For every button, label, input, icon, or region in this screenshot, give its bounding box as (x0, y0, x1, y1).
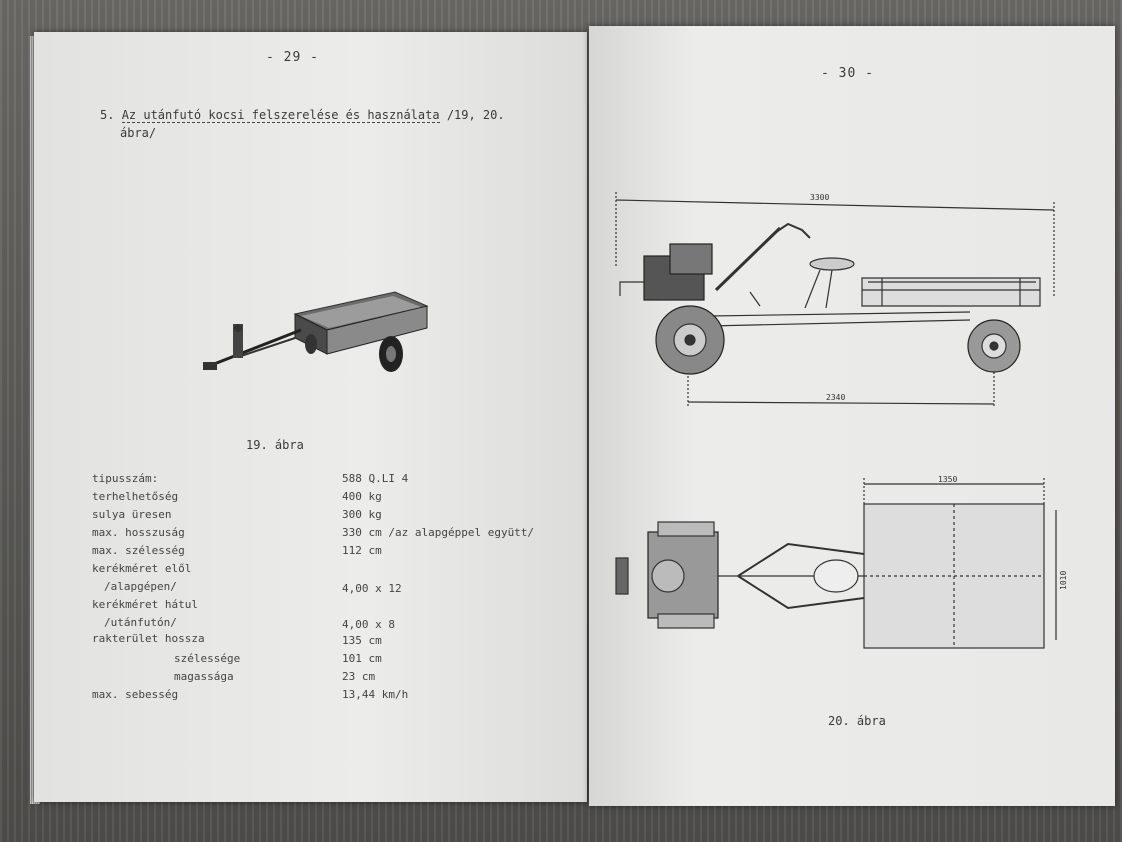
section-heading: 5. Az utánfutó kocsi felszerelése és has… (100, 106, 530, 142)
spec-label-2: sulya üresen (92, 508, 172, 521)
spec-value-6: 4,00 x 12 (342, 582, 402, 595)
page-number-right: - 30 - (821, 66, 874, 81)
spec-label-9: rakterület hossza (92, 632, 205, 645)
dim-total-length: 3300 (810, 193, 829, 202)
spec-value-0: 588 Q.LI 4 (342, 472, 409, 485)
spec-label-11: magassága (174, 670, 234, 683)
trailer-photo-icon (203, 291, 429, 372)
heading-number: 5. (100, 108, 115, 122)
figure-20-caption: 20. ábra (828, 714, 886, 728)
spec-label-6: /alapgépen/ (104, 580, 177, 593)
spec-value-9: 135 cm (342, 634, 382, 647)
spec-value-8: 4,00 x 8 (342, 618, 395, 631)
spec-label-12: max. sebesség (92, 688, 179, 701)
spec-value-11: 23 cm (342, 670, 376, 683)
spec-label-4: max. szélesség (92, 544, 185, 557)
spec-value-10: 101 cm (342, 652, 382, 665)
spec-label-8: /utánfutón/ (104, 616, 177, 629)
spec-label-5: kerékméret elől (92, 562, 192, 575)
dim-wheelbase: 2340 (826, 393, 845, 402)
spec-label-3: max. hosszuság (92, 526, 185, 539)
spec-value-12: 13,44 km/h (342, 688, 409, 701)
spec-label-0: tipusszám: (92, 472, 159, 485)
tractor-trailer-top-view-icon: 1350 1010 (615, 475, 1068, 649)
heading-figure-ref: /19, 20. (446, 108, 505, 122)
heading-title: Az utánfutó kocsi felszerelése és haszná… (121, 108, 440, 123)
tractor-trailer-side-view-icon: 3300 2340 (615, 192, 1055, 408)
spec-value-1: 400 kg (342, 490, 382, 503)
spec-value-2: 300 kg (342, 508, 382, 521)
heading-line2: ábra/ (120, 126, 157, 140)
spec-label-1: terhelhetőség (92, 490, 179, 503)
spec-value-3: 330 cm /az alapgéppel együtt/ (342, 526, 535, 539)
spec-label-7: kerékméret hátul (92, 598, 198, 611)
dim-bed-length: 1350 (938, 475, 957, 484)
spec-value-4: 112 cm (342, 544, 382, 557)
page-number-left: - 29 - (266, 50, 319, 65)
figure-19-caption: 19. ábra (246, 438, 304, 452)
right-page: - 30 - (589, 26, 1115, 806)
dim-bed-width: 1010 (1059, 571, 1068, 590)
left-page: - 29 - (34, 32, 587, 802)
spec-label-10: szélessége (174, 652, 241, 665)
